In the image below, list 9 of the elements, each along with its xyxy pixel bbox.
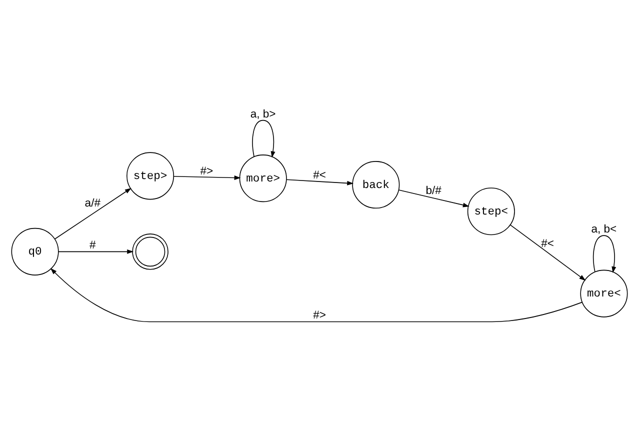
edge-label: #> <box>313 309 326 322</box>
edge-label: # <box>90 239 96 252</box>
edge-label: b/# <box>426 184 442 196</box>
edge-label: #> <box>200 164 214 177</box>
edge-label: #< <box>541 237 554 250</box>
edge-label: a/# <box>84 197 100 210</box>
edge-label: a, b> <box>250 108 276 120</box>
edge-label: #< <box>313 168 326 181</box>
edge-label: a, b< <box>591 222 617 235</box>
